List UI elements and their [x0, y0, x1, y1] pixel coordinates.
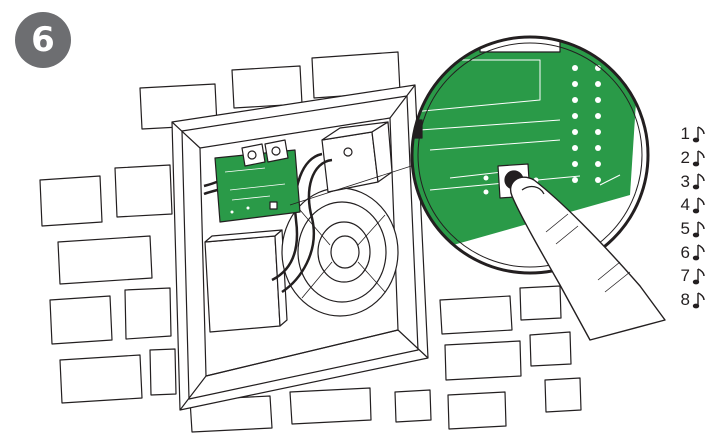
- step-number: 6: [31, 23, 55, 57]
- tune-item: 1: [676, 122, 712, 146]
- tune-number: 7: [676, 267, 690, 284]
- music-note-icon: [691, 170, 707, 192]
- tune-number: 3: [676, 173, 690, 190]
- tune-item: 5: [676, 217, 712, 241]
- tune-item: 4: [676, 193, 712, 217]
- step-badge: 6: [15, 12, 71, 68]
- tune-item: 2: [676, 146, 712, 170]
- music-note-icon: [691, 289, 707, 311]
- tune-number: 4: [676, 196, 690, 213]
- music-note-icon: [691, 123, 707, 145]
- tune-item: 3: [676, 169, 712, 193]
- tune-item: 6: [676, 240, 712, 264]
- tune-number: 8: [676, 291, 690, 308]
- tune-item: 8: [676, 288, 712, 312]
- music-note-icon: [691, 218, 707, 240]
- tune-list: 1 2 3 4 5 6 7 8: [676, 122, 712, 312]
- tune-number: 1: [676, 125, 690, 142]
- zoom-magnifier: [400, 35, 648, 273]
- music-note-icon: [691, 265, 707, 287]
- music-note-icon: [691, 241, 707, 263]
- music-note-icon: [691, 194, 707, 216]
- battery-pack: [205, 230, 287, 332]
- tune-number: 6: [676, 244, 690, 261]
- tune-item: 7: [676, 264, 712, 288]
- tune-number: 2: [676, 149, 690, 166]
- tune-number: 5: [676, 220, 690, 237]
- music-note-icon: [691, 147, 707, 169]
